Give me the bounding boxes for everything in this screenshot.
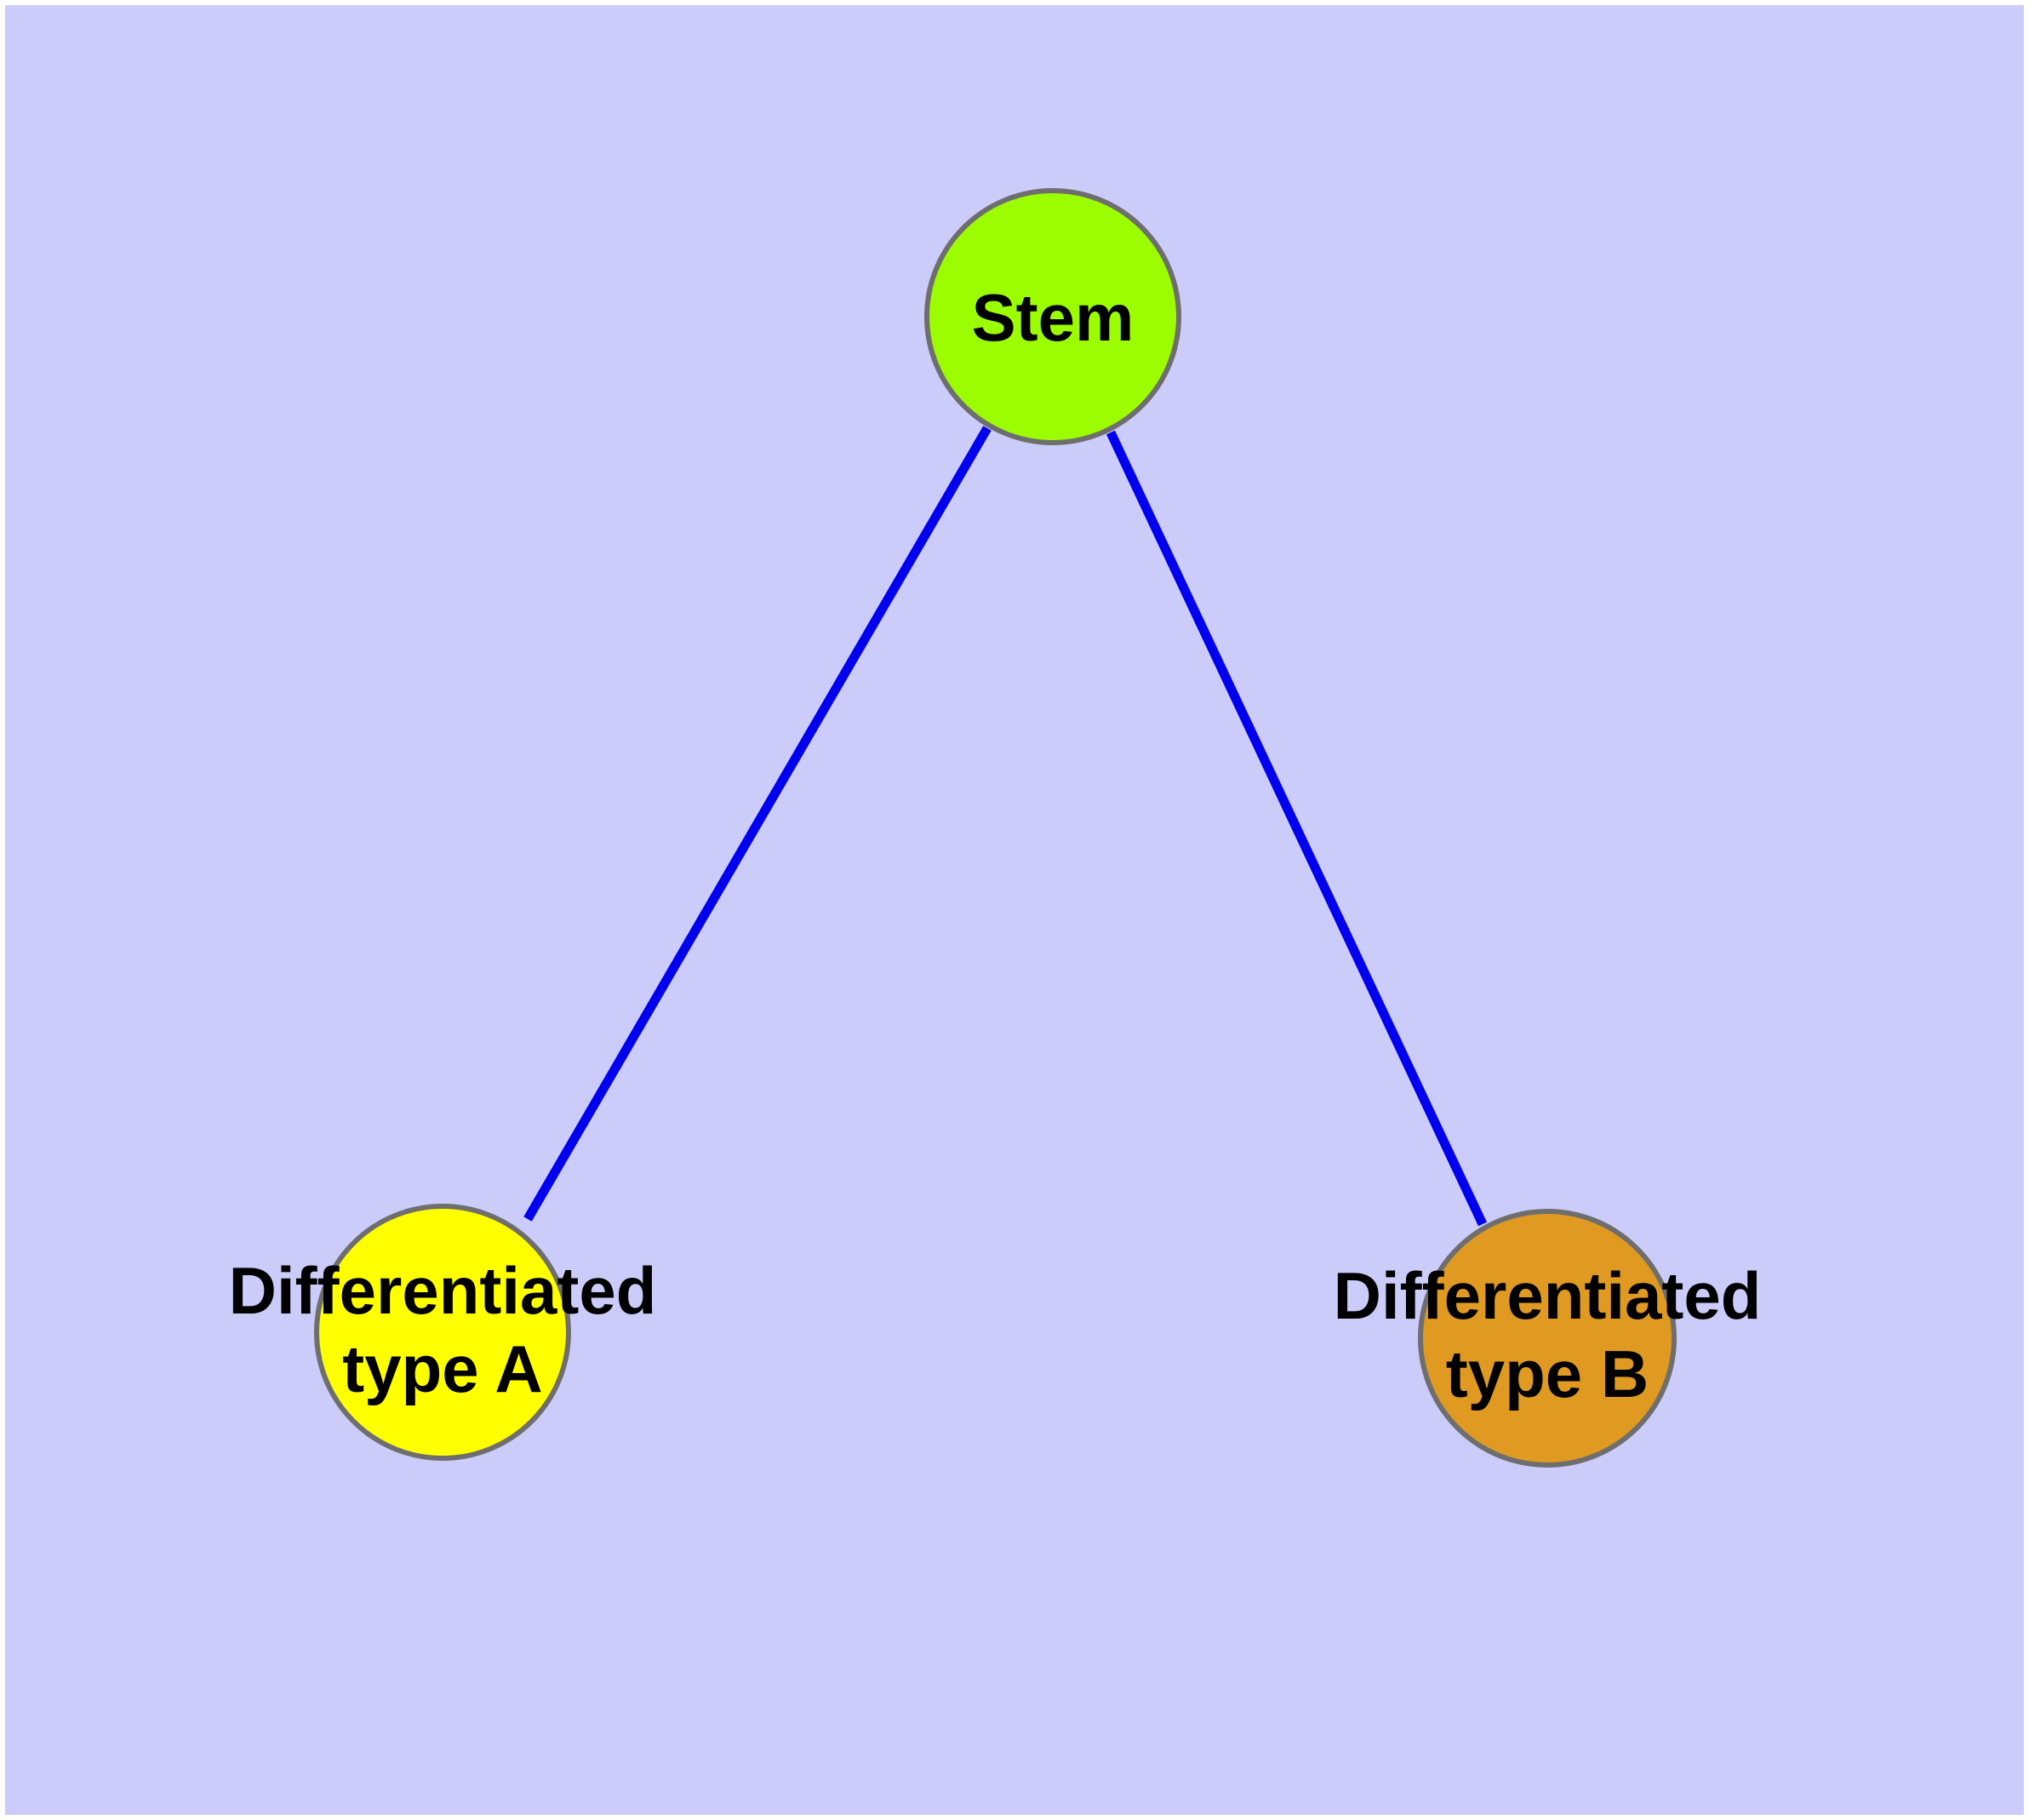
graph-node-differentiated-type-b[interactable] [1418, 1209, 1677, 1468]
edge-stem-to-type-a [523, 426, 992, 1222]
edge-stem-to-type-b [1106, 430, 1487, 1227]
graph-node-differentiated-type-a[interactable] [314, 1204, 571, 1461]
graph-node-stem[interactable] [924, 188, 1181, 445]
node-label-differentiated-type-a: Differentiated type A [228, 1252, 657, 1406]
node-label-stem: Stem [971, 279, 1135, 355]
node-label-differentiated-type-b: Differentiated type B [1333, 1257, 1762, 1411]
